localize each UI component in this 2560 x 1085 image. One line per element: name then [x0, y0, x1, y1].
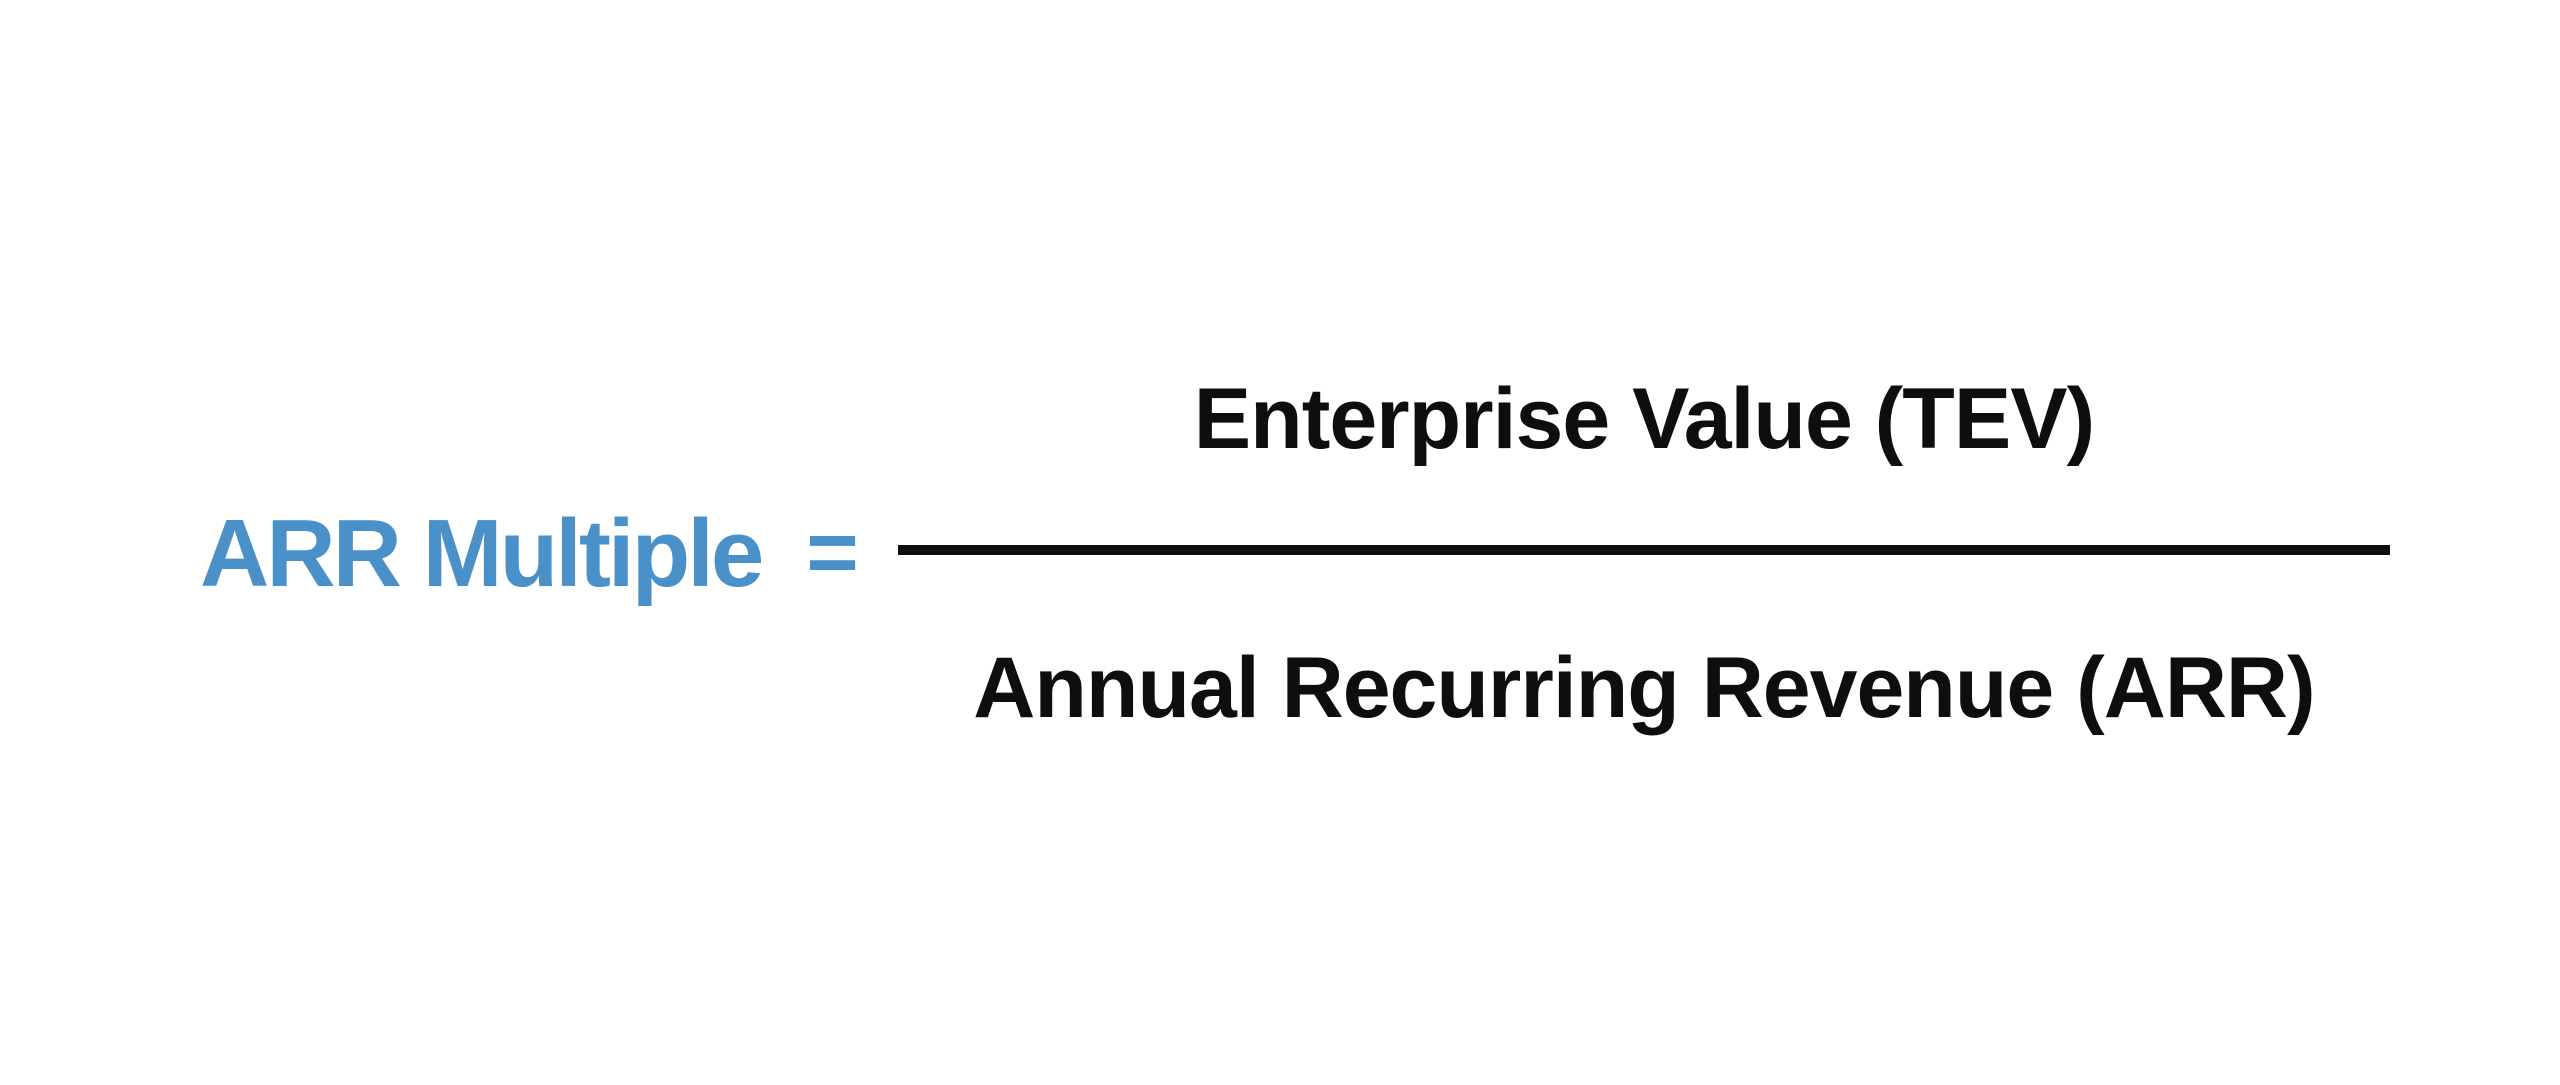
equals-sign: =: [806, 503, 859, 603]
formula-lhs-label: ARR Multiple: [200, 500, 764, 607]
fraction-bar: [898, 545, 2390, 555]
fraction-numerator: Enterprise Value (TEV): [1193, 371, 2095, 467]
fraction-denominator: Annual Recurring Revenue (ARR): [973, 640, 2315, 736]
